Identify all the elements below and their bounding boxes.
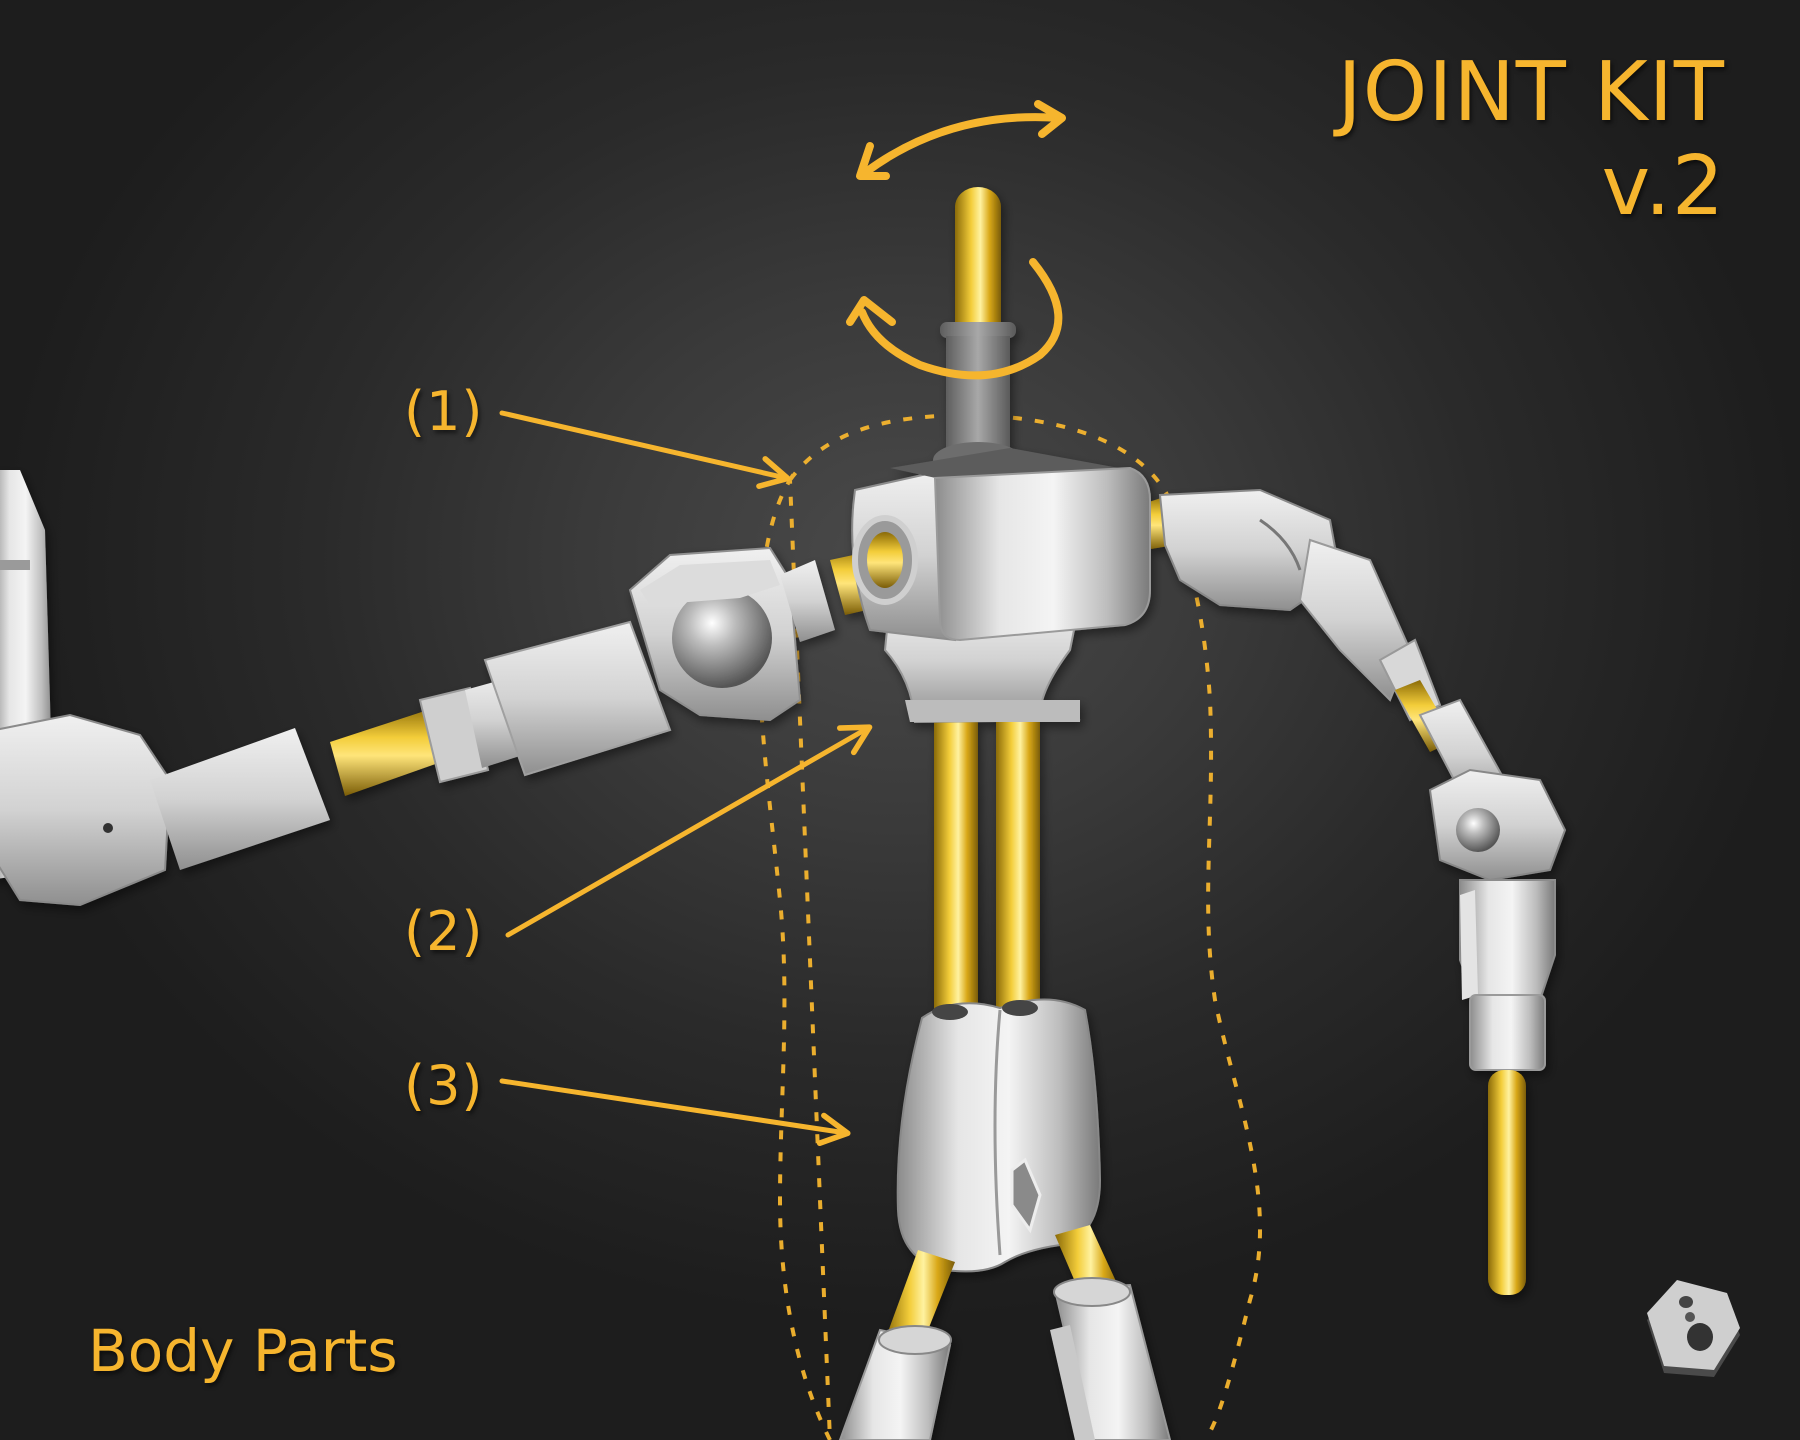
callout-label-2: (2) xyxy=(404,900,484,963)
swing-arrow-head-right-icon xyxy=(1034,100,1066,138)
shoulder-block xyxy=(851,448,1151,724)
callout-label-1: (1) xyxy=(404,380,484,443)
legs xyxy=(838,1225,1172,1440)
head-pin xyxy=(933,187,1023,478)
callout-arrow-2 xyxy=(505,724,873,938)
rotate-arrow-head-icon xyxy=(846,296,896,326)
hip-piece xyxy=(896,998,1102,1273)
circular-rotation-arrow-icon xyxy=(858,258,1063,380)
page-title: JOINT KIT xyxy=(1337,45,1725,140)
double-headed-curved-arrow-icon xyxy=(862,113,1064,176)
swing-arrow-head-left-icon xyxy=(856,142,890,180)
section-caption: Body Parts xyxy=(88,1317,398,1385)
hex-nut-logo-icon xyxy=(1647,1280,1740,1377)
left-arm xyxy=(0,470,910,907)
callout-label-3: (3) xyxy=(404,1054,484,1117)
version-label: v.2 xyxy=(1601,139,1725,234)
callout-arrow-3 xyxy=(499,1078,851,1146)
right-arm xyxy=(1140,488,1567,1295)
spine-rods xyxy=(934,700,1040,1040)
callout-arrow-1 xyxy=(499,410,791,489)
